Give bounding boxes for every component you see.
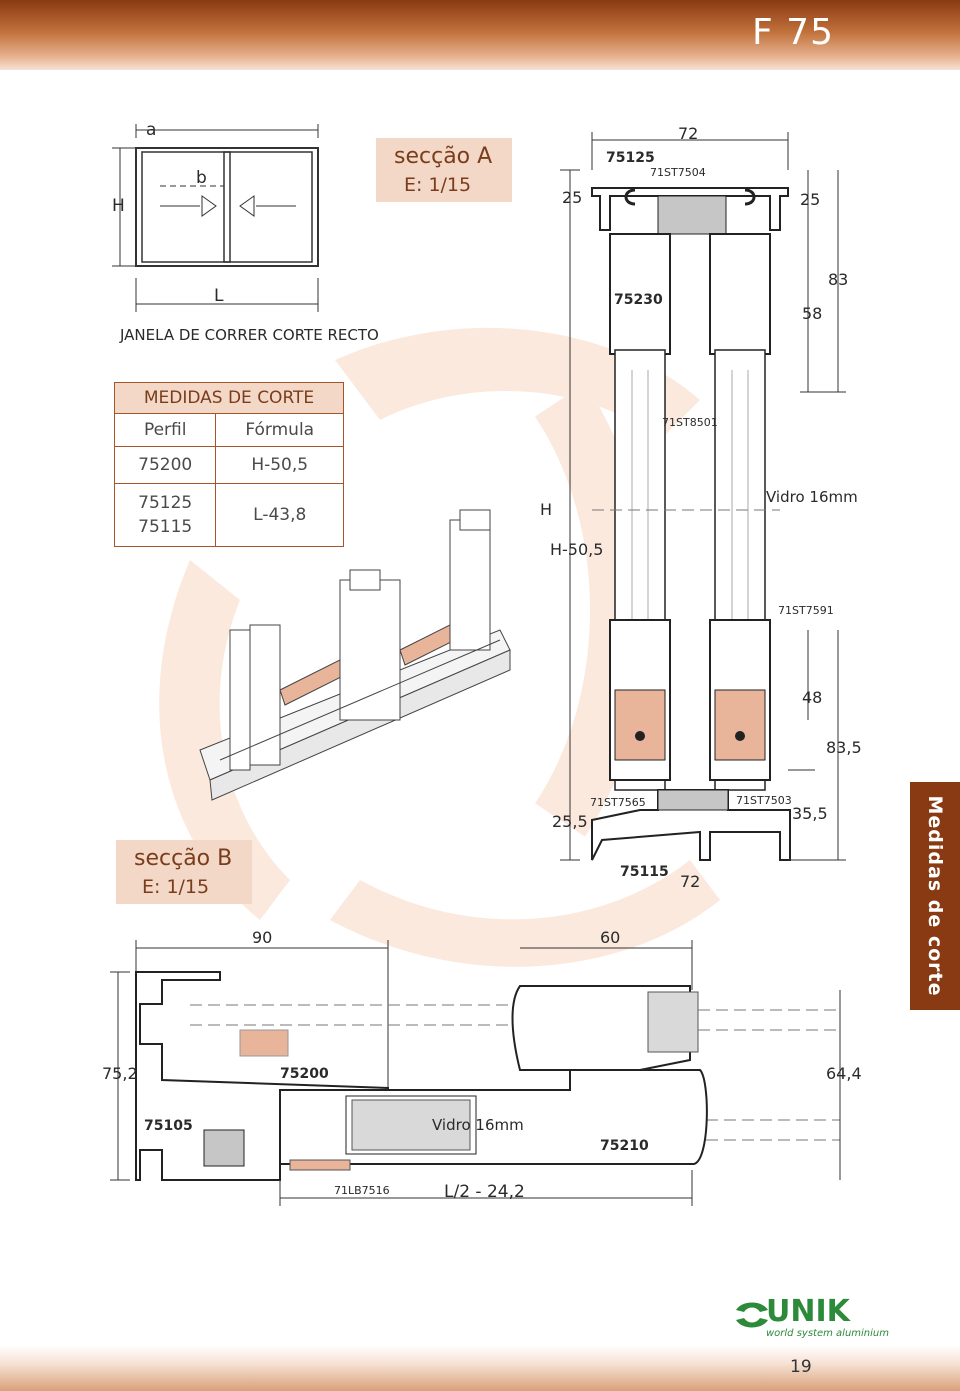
sb-dim-644: 64,4	[826, 1064, 862, 1083]
sa-dim-355: 35,5	[792, 804, 828, 823]
sa-h: H	[540, 500, 553, 519]
series-title: F 75	[752, 12, 834, 53]
profile-3d-illustration	[199, 509, 511, 801]
sa-dim-58: 58	[802, 304, 823, 323]
sa-profile-mid: 75230	[614, 292, 663, 308]
sa-dim-835: 83,5	[826, 738, 862, 757]
section-a-label: secção A E: 1/15	[376, 138, 512, 202]
sa-dim-83: 83	[828, 270, 849, 289]
row-profile-line: 75115	[138, 517, 193, 537]
sa-width: 72	[678, 124, 699, 143]
section-a-scale: E: 1/15	[404, 174, 472, 196]
sb-profile-75105: 75105	[144, 1118, 193, 1134]
sa-part-8501: 71ST8501	[662, 416, 718, 429]
sb-profile-75200: 75200	[280, 1066, 329, 1082]
sa-part-7591: 71ST7591	[778, 604, 834, 617]
header-bar: F 75	[0, 0, 960, 70]
row-profile: 75200	[113, 446, 217, 484]
sa-width-bottom: 72	[680, 872, 701, 891]
sa-part-7565: 71ST7565	[590, 796, 646, 809]
sa-dim-left: 25	[562, 188, 583, 207]
dim-a: a	[146, 120, 157, 140]
sa-dim-255: 25,5	[552, 812, 588, 831]
footer-bar: 19	[0, 1345, 960, 1391]
side-tab: Medidas de corte	[910, 782, 960, 1010]
col-profile: Perfil	[113, 413, 217, 447]
section-b-drawing	[110, 940, 841, 1206]
sa-dim-right: 25	[800, 190, 821, 209]
dim-l: L	[214, 286, 224, 306]
sb-glass: Vidro 16mm	[432, 1116, 524, 1134]
sa-dim-48: 48	[802, 688, 823, 707]
page-number: 19	[790, 1357, 812, 1377]
row-profile: 75125 75115	[113, 483, 217, 547]
brand-logo: UNIK world system aluminium	[732, 1294, 889, 1344]
section-b-label: secção B E: 1/15	[116, 840, 252, 904]
cut-table: MEDIDAS DE CORTE Perfil Fórmula 75200 H-…	[113, 382, 344, 547]
sa-part-7503: 71ST7503	[736, 794, 792, 807]
sa-profile-bottom: 75115	[620, 864, 669, 880]
section-b-title: secção B	[134, 846, 233, 871]
side-tab-label: Medidas de corte	[924, 795, 946, 997]
dim-b: b	[196, 168, 207, 188]
section-b-scale: E: 1/15	[142, 876, 210, 898]
row-formula: H-50,5	[215, 446, 344, 484]
section-a-drawing	[560, 132, 846, 861]
row-profile-line: 75125	[138, 493, 193, 513]
sa-h-formula: H-50,5	[550, 540, 604, 559]
sa-profile-top: 75125	[606, 150, 655, 166]
window-schematic	[112, 124, 319, 312]
col-formula: Fórmula	[215, 413, 344, 447]
sb-profile-75210: 75210	[600, 1138, 649, 1154]
brand-logo-icon	[736, 1302, 768, 1328]
section-a-title: secção A	[394, 144, 493, 169]
window-caption: JANELA DE CORRER CORTE RECTO	[120, 326, 379, 344]
sb-part-lb: 71LB7516	[334, 1184, 390, 1197]
sb-l-formula: L/2 - 24,2	[444, 1182, 525, 1202]
sa-glass: Vidro 16mm	[766, 488, 858, 506]
brand-tagline: world system aluminium	[766, 1328, 890, 1339]
brand-name: UNIK	[766, 1294, 850, 1329]
sa-part-7504: 71ST7504	[650, 166, 706, 179]
row-formula: L-43,8	[215, 483, 344, 547]
sb-dim-60: 60	[600, 928, 621, 947]
dim-h: H	[112, 196, 125, 216]
cut-table-title: MEDIDAS DE CORTE	[114, 382, 344, 414]
sb-dim-90: 90	[252, 928, 273, 947]
sb-dim-752: 75,2	[102, 1064, 138, 1083]
